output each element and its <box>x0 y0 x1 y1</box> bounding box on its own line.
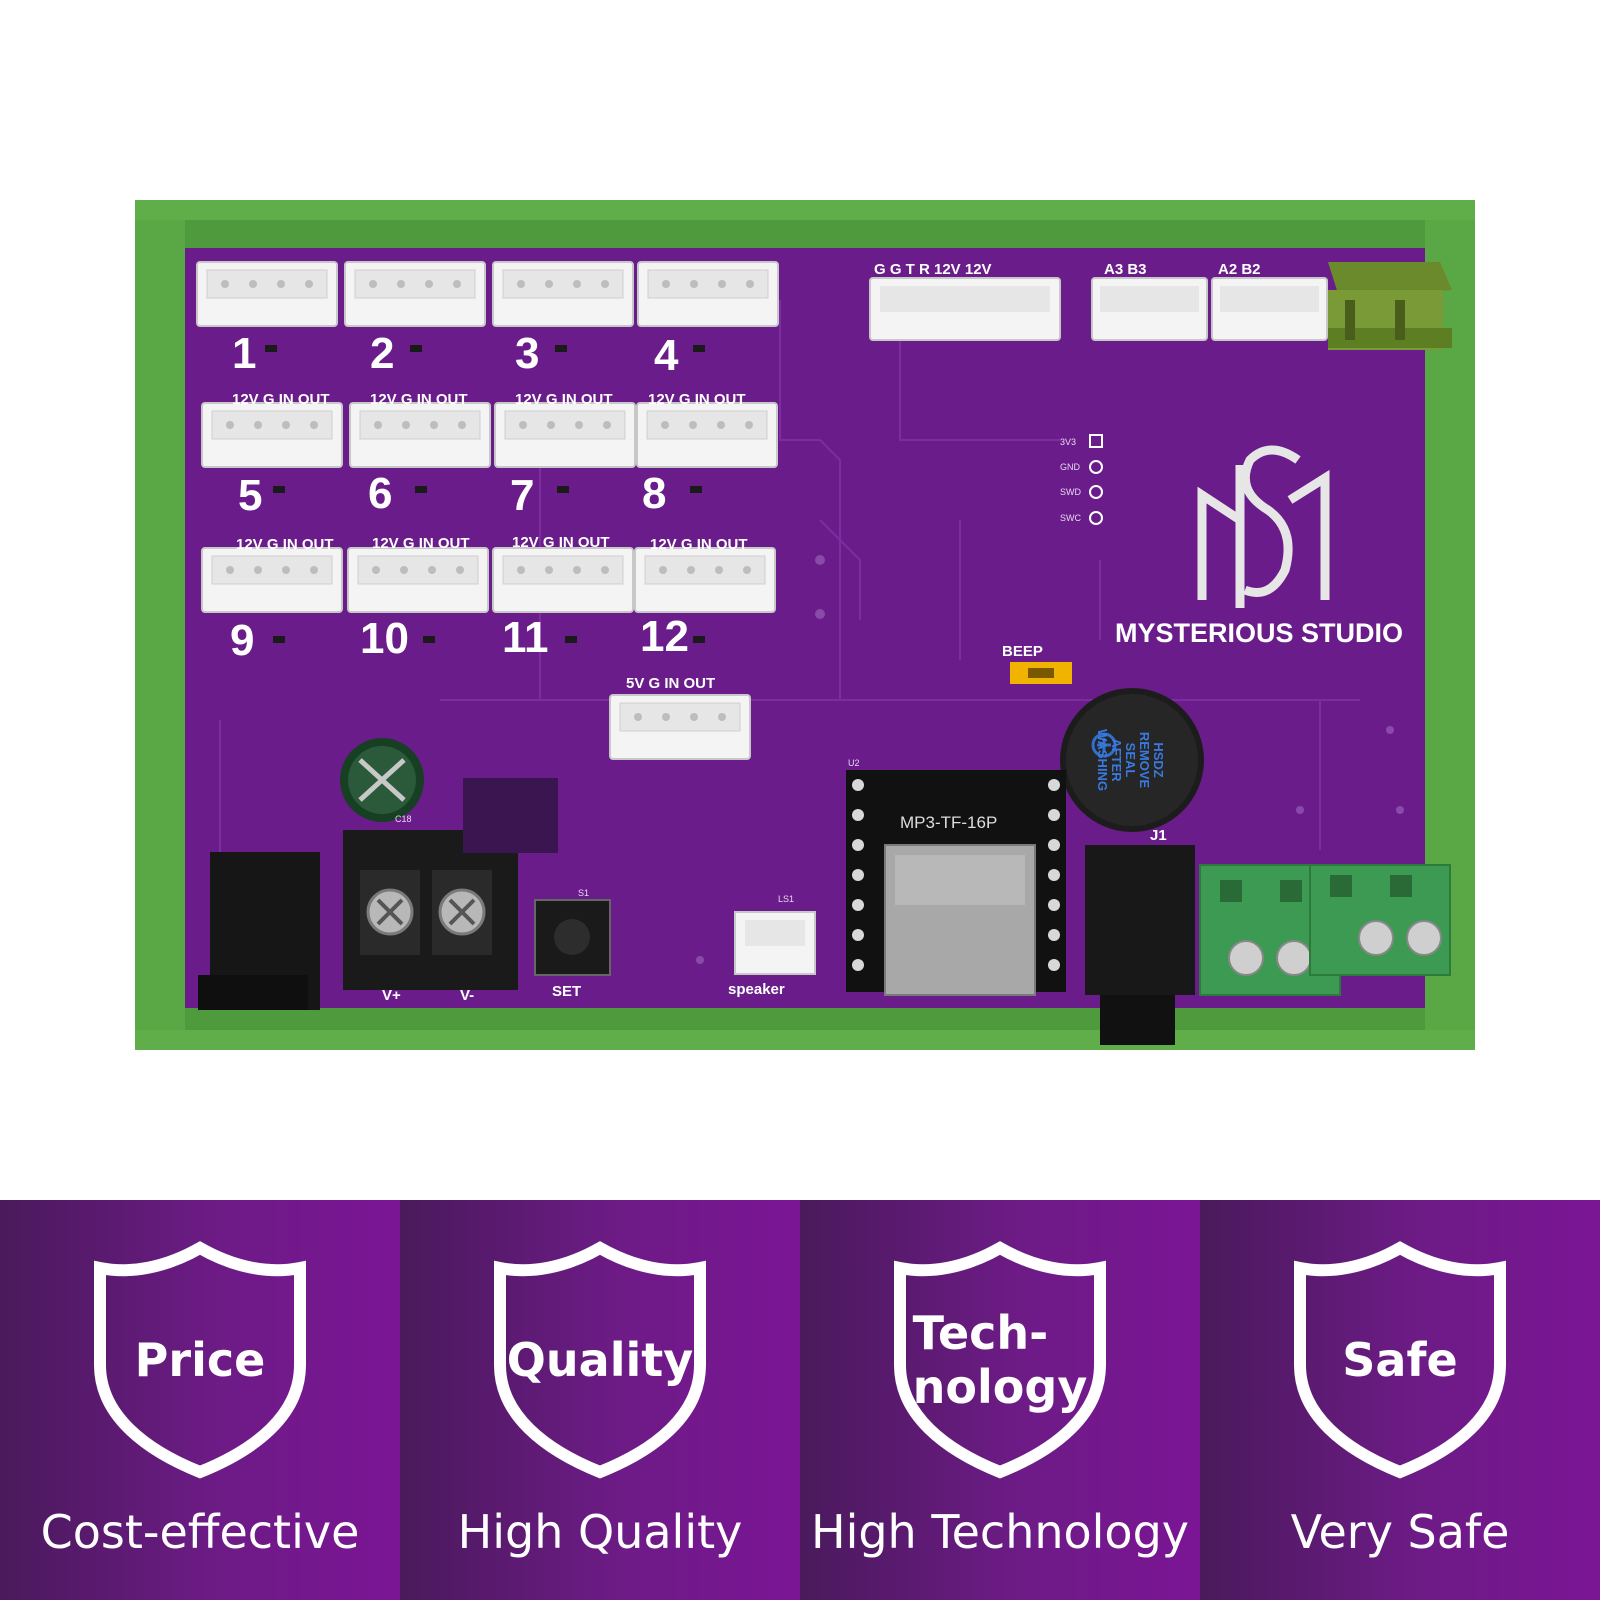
brand-name: MYSTERIOUS STUDIO <box>1115 618 1403 648</box>
svg-text:3V3: 3V3 <box>1060 437 1076 447</box>
five-volt-connector <box>609 694 751 760</box>
connector-number: 6 <box>368 469 392 518</box>
connector-label: 12V G IN OUT <box>512 534 610 551</box>
feature-badge-text: Quality <box>506 1333 694 1387</box>
screw-terminal-right <box>1309 864 1451 976</box>
svg-text:SWC: SWC <box>1060 513 1081 523</box>
connector-label: 12V G IN OUT <box>515 391 613 408</box>
mp3-module: MP3-TF-16P <box>846 770 1066 996</box>
connector-number: 8 <box>642 469 666 518</box>
feature-caption: High Technology <box>810 1505 1190 1559</box>
connector-label: 12V G IN OUT <box>648 391 746 408</box>
svg-text:GND: GND <box>1060 462 1081 472</box>
feature-band: Price Cost-effective Quality High Qualit… <box>0 1200 1600 1600</box>
svg-text:REMOVE: REMOVE <box>1137 732 1152 789</box>
speaker-label: speaker <box>728 981 785 998</box>
top-header-label: G G T R 12V 12V <box>874 261 992 278</box>
connector-number: 5 <box>238 471 262 520</box>
connector-number: 4 <box>654 331 679 380</box>
ms-monogram-icon <box>1197 445 1330 608</box>
connector-number: 2 <box>370 329 394 378</box>
connector-number: 3 <box>515 329 539 378</box>
svg-text:SWD: SWD <box>1060 487 1081 497</box>
connector-number: 1 <box>232 329 256 378</box>
shield-icon <box>494 1241 706 1479</box>
svg-text:HSDZ: HSDZ <box>1151 742 1166 777</box>
shield-icon <box>894 1241 1106 1479</box>
connector-row-3 <box>201 547 776 613</box>
a3b3-label: A3 B3 <box>1104 261 1147 278</box>
connector-label: 12V G IN OUT <box>236 536 334 553</box>
audio-jack <box>1085 845 1195 1045</box>
five-volt-label: 5V G IN OUT <box>626 675 715 692</box>
svg-text:SEAL: SEAL <box>1123 743 1138 778</box>
vplus-label: V+ <box>382 987 401 1004</box>
connector-label: 12V G IN OUT <box>650 536 748 553</box>
shield-icon <box>94 1241 306 1479</box>
top-header-connector <box>869 277 1061 341</box>
pcb-board-illustration: 12V G IN OUT 12V G IN OUT 12V G IN OUT 1… <box>135 200 1475 1050</box>
connector-row-2 <box>201 402 778 468</box>
ls1-label: LS1 <box>778 894 794 904</box>
pluggable-terminal <box>1328 262 1452 350</box>
mp3-module-label: MP3-TF-16P <box>900 813 997 832</box>
connector-number: 10 <box>360 614 409 663</box>
feature-price: Price Cost-effective <box>0 1200 400 1600</box>
feature-quality: Quality High Quality <box>400 1200 800 1600</box>
svg-text:WASHING: WASHING <box>1095 729 1110 791</box>
feature-technology: Tech- nology High Technology <box>800 1200 1200 1600</box>
a2b2-label: A2 B2 <box>1218 261 1261 278</box>
c18-label: C18 <box>395 814 412 824</box>
speaker-connector <box>734 911 816 975</box>
beep-label: BEEP <box>1002 643 1043 660</box>
connector-label: 12V G IN OUT <box>232 391 330 408</box>
feature-caption: Very Safe <box>1290 1505 1510 1559</box>
barrier-terminal <box>343 830 518 990</box>
feature-caption: Cost-effective <box>40 1505 360 1559</box>
dc-jack <box>198 852 320 1010</box>
connector-number: 11 <box>502 613 549 662</box>
connector-label: 12V G IN OUT <box>372 535 470 552</box>
vminus-label: V- <box>460 987 474 1004</box>
a2b2-connector <box>1211 277 1328 341</box>
j1-label: J1 <box>1150 827 1167 844</box>
feature-safe: Safe Very Safe <box>1200 1200 1600 1600</box>
buzzer: HSDZ REMOVE SEAL AFTER WASHING <box>1060 688 1204 832</box>
feature-badge-text: Price <box>134 1333 266 1387</box>
connector-label: 12V G IN OUT <box>370 391 468 408</box>
connector-number: 12 <box>640 612 689 661</box>
svg-text:AFTER: AFTER <box>1109 738 1124 782</box>
set-label: SET <box>552 983 581 1000</box>
set-button[interactable] <box>534 899 611 976</box>
connector-number: 7 <box>510 471 534 520</box>
a3b3-connector <box>1091 277 1208 341</box>
shield-icon <box>1294 1241 1506 1479</box>
product-photo-area: 12V G IN OUT 12V G IN OUT 12V G IN OUT 1… <box>135 200 1475 1050</box>
u2-label: U2 <box>848 758 860 768</box>
connector-number: 9 <box>230 616 254 665</box>
feature-badge-text: Safe <box>1342 1333 1458 1387</box>
s1-label: S1 <box>578 888 589 898</box>
swd-header: 3V3 GND SWD SWC <box>1060 434 1103 525</box>
feature-caption: High Quality <box>457 1505 743 1559</box>
capacitor <box>340 738 424 822</box>
feature-badge-text: Tech- nology <box>912 1306 1088 1414</box>
